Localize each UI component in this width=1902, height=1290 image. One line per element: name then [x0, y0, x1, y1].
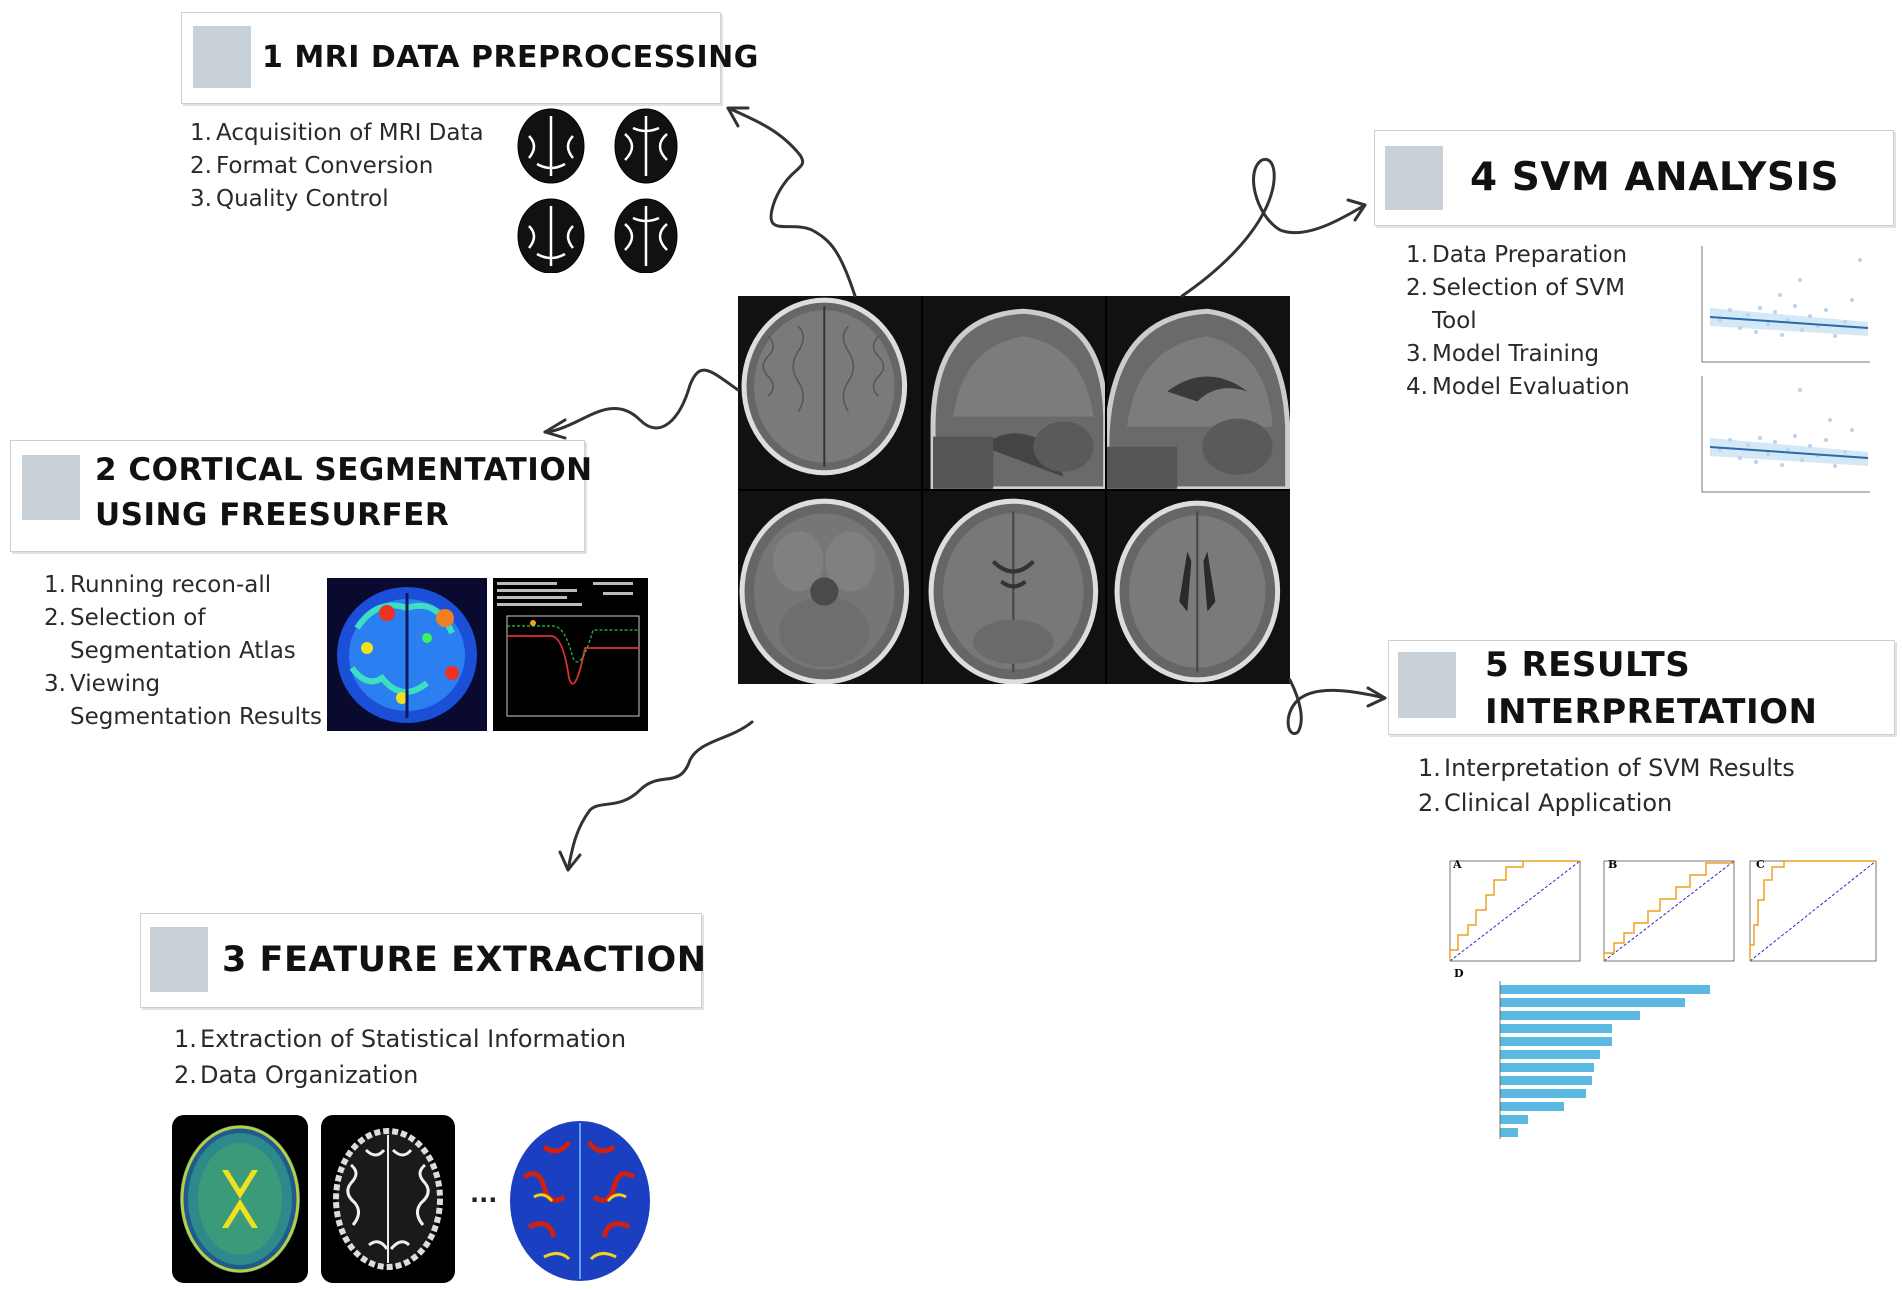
list-item: 2.Selection of Segmentation Atlas: [44, 605, 296, 664]
section5-title-line1: 5 RESULTS: [1485, 645, 1691, 685]
list-item: 1.Data Preparation: [1406, 242, 1628, 268]
section4-square-icon: [1385, 146, 1443, 210]
feature-map-yellow-ventricles: [172, 1115, 308, 1283]
section3-title: 3 FEATURE EXTRACTION: [222, 940, 707, 980]
mri-slice-axial-top: [738, 296, 921, 489]
segmentation-heatmap-image: [327, 578, 487, 731]
section5-header-box: [1388, 640, 1895, 735]
list-item: 3.Model Training: [1406, 341, 1600, 367]
list-item: 3.Quality Control: [190, 186, 389, 212]
mri-slice-axial-mid: [922, 491, 1106, 684]
panel-label-b: B: [1608, 858, 1617, 871]
list-item: 2.Format Conversion: [190, 153, 434, 179]
feature-map-white-matter: [321, 1115, 455, 1283]
arrow-to-section2: [543, 368, 740, 434]
section4-title: 4 SVM ANALYSIS: [1470, 155, 1840, 200]
arrow-to-section3: [566, 720, 754, 872]
list-item: 1.Running recon-all: [44, 572, 272, 598]
section4-header-box: [1374, 130, 1894, 226]
section1-header-box: [181, 12, 721, 104]
section1-list: 1.Acquisition of MRI Data 2.Format Conve…: [190, 117, 484, 216]
feature-map-cortical-thickness: [504, 1117, 656, 1284]
svm-scatter-plots: [1701, 246, 1870, 493]
mri-slice-axial-ventricles: [1107, 491, 1290, 684]
results-roc-and-importance-plots: A B C D: [1449, 858, 1877, 1139]
segmentation-signal-plot: [493, 578, 648, 731]
list-item: 2.Selection of SVM Tool: [1406, 275, 1625, 334]
section1-square-icon: [193, 26, 251, 88]
section3-square-icon: [150, 927, 208, 992]
section4-list: 1.Data Preparation 2.Selection of SVM To…: [1406, 239, 1636, 404]
section2-square-icon: [22, 455, 80, 520]
section3-list: 1.Extraction of Statistical Information …: [174, 1021, 626, 1093]
panel-label-a: A: [1452, 858, 1462, 871]
section1-brain-thumbnails: [517, 108, 678, 273]
section1-title: 1 MRI DATA PREPROCESSING: [262, 40, 759, 75]
arrow-head-section3: [558, 850, 582, 872]
mri-slice-sagittal-1: [922, 296, 1106, 489]
arrow-to-section4: [1180, 157, 1367, 298]
arrow-head-section2: [543, 418, 567, 440]
section5-title-line2: INTERPRETATION: [1485, 692, 1818, 732]
mri-slice-sagittal-2: [1107, 296, 1290, 489]
panel-label-d: D: [1454, 967, 1464, 980]
list-item: 1.Interpretation of SVM Results: [1418, 754, 1795, 782]
panel-label-c: C: [1756, 858, 1765, 871]
section2-header-box: [10, 440, 585, 552]
list-item: 1.Acquisition of MRI Data: [190, 120, 484, 146]
list-item: 1.Extraction of Statistical Information: [174, 1025, 627, 1053]
arrow-to-section1: [726, 106, 857, 298]
arrow-head-section4: [1346, 198, 1367, 222]
section2-list: 1.Running recon-all 2.Selection of Segme…: [44, 569, 324, 734]
feature-ellipsis: ...: [470, 1180, 498, 1208]
mri-slice-axial-cerebellum: [738, 491, 921, 684]
list-item: 2.Clinical Application: [1418, 789, 1673, 817]
section3-header-box: [140, 913, 702, 1008]
list-item: 2.Data Organization: [174, 1061, 419, 1089]
section2-title-line1: 2 CORTICAL SEGMENTATION: [95, 452, 593, 488]
arrow-head-section5: [1366, 686, 1387, 708]
list-item: 4.Model Evaluation: [1406, 374, 1630, 400]
section2-title-line2: USING FREESURFER: [95, 497, 450, 533]
list-item: 3.Viewing Segmentation Results: [44, 671, 323, 730]
section5-list: 1.Interpretation of SVM Results 2.Clinic…: [1418, 751, 1795, 821]
arrow-to-section5: [1286, 678, 1387, 736]
section5-square-icon: [1398, 652, 1456, 718]
arrow-head-section1: [726, 106, 750, 128]
central-mri-montage: [738, 296, 1290, 684]
